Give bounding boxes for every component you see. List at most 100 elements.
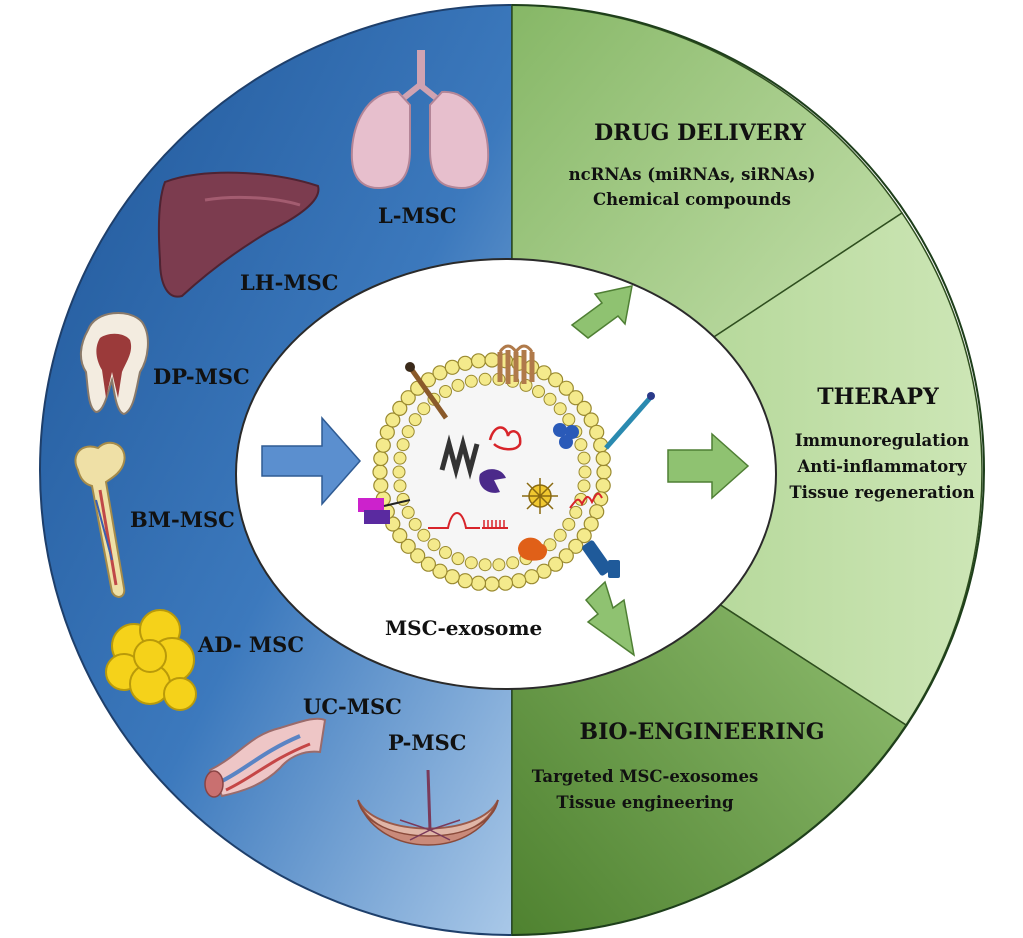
membrane-bead: [444, 569, 460, 585]
source-label-liver: LH-MSC: [240, 270, 338, 295]
membrane-bead: [451, 378, 465, 392]
membrane-bead: [578, 465, 592, 479]
arrow-to-bioengineering: [584, 580, 636, 657]
exosome-icon: [358, 344, 655, 592]
lung-icon: [350, 50, 490, 190]
liver-icon: [157, 171, 320, 298]
membrane-bead: [470, 575, 487, 591]
membrane-bead: [410, 548, 426, 564]
umbilical-cord-icon: [204, 717, 327, 798]
membrane-bead: [464, 374, 478, 388]
membrane-bead: [379, 424, 395, 440]
membrane-bead: [373, 450, 389, 467]
cargo-protein-orange: [518, 537, 548, 561]
membrane-bead: [372, 464, 388, 480]
membrane-bead: [547, 372, 564, 388]
cargo-protein-dark: [439, 434, 480, 480]
membrane-bead: [393, 479, 407, 493]
membrane-bead: [577, 479, 591, 493]
membrane-bead: [524, 569, 540, 585]
membrane-bead: [595, 450, 611, 467]
therapy-title: THERAPY: [817, 384, 939, 410]
membrane-bead: [375, 437, 391, 453]
membrane-bead: [457, 355, 473, 371]
membrane-bead: [420, 556, 436, 572]
membrane-bead: [558, 380, 574, 396]
membrane-bead: [392, 400, 408, 416]
membrane-bead: [464, 556, 478, 570]
membrane-bead: [589, 504, 605, 520]
membrane-bead: [439, 546, 452, 559]
membrane-bead: [576, 400, 592, 416]
membrane-bead: [558, 548, 574, 564]
membrane-bead: [392, 465, 406, 479]
membrane-bead: [543, 392, 557, 406]
membrane-bead: [478, 372, 492, 386]
membrane-bead: [484, 352, 500, 368]
membrane-bead: [568, 390, 584, 406]
membrane-bead: [562, 413, 576, 427]
therapy-line-3: Tissue regeneration: [789, 483, 974, 502]
source-label-bone-marrow: BM-MSC: [130, 507, 235, 532]
membrane-protein-top: [497, 344, 535, 384]
membrane-bead: [583, 412, 599, 428]
bioengineering-line-1: Targeted MSC-exosomes: [532, 767, 759, 786]
membrane-bead: [577, 451, 591, 465]
membrane-bead: [432, 563, 448, 579]
membrane-bead: [417, 528, 431, 542]
cargo-rna-red: [488, 426, 522, 451]
membrane-bead: [457, 573, 473, 589]
membrane-bead: [595, 477, 611, 494]
membrane-bead: [400, 390, 416, 406]
source-label-dental-pulp: DP-MSC: [153, 364, 250, 389]
membrane-bead: [396, 438, 410, 452]
arrow-to-therapy: [667, 432, 750, 500]
membrane-bead: [470, 353, 487, 369]
membrane-bead: [589, 424, 605, 440]
cargo-enzyme-purple: [479, 469, 506, 493]
membrane-bead: [553, 528, 567, 542]
membrane-bead: [576, 527, 592, 544]
membrane-bead: [562, 517, 576, 531]
cargo-mrna: [428, 512, 508, 529]
membrane-bead: [553, 402, 567, 416]
membrane-protein-left: [358, 498, 411, 524]
membrane-bead: [484, 576, 500, 592]
membrane-bead: [511, 573, 527, 589]
membrane-bead: [532, 385, 545, 398]
tooth-icon: [80, 311, 149, 416]
therapy-line-1: Immunoregulation: [795, 431, 969, 450]
membrane-bead: [439, 385, 452, 398]
membrane-bead: [492, 558, 506, 572]
membrane-bead: [373, 477, 389, 494]
membrane-bead: [596, 464, 612, 480]
source-label-umbilical-cord: UC-MSC: [303, 694, 402, 719]
membrane-bead: [497, 575, 514, 591]
membrane-bead: [401, 425, 415, 439]
membrane-bead: [432, 365, 448, 381]
fat-cells-icon: [105, 609, 197, 711]
membrane-bead: [569, 505, 583, 519]
membrane-bead: [478, 558, 492, 572]
membrane-protein-topleft: [405, 362, 449, 420]
drug-delivery-line-1: ncRNAs (miRNAs, siRNAs): [569, 165, 816, 184]
therapy-line-2: Anti-inflammatory: [796, 457, 966, 476]
placenta-icon: [357, 769, 499, 846]
source-label-lung: L-MSC: [378, 203, 457, 228]
bioengineering-line-2: Tissue engineering: [556, 793, 734, 812]
bioengineering-title: BIO-ENGINEERING: [579, 719, 824, 745]
membrane-protein-bottomright: [582, 540, 620, 578]
input-arrow: [261, 416, 362, 506]
membrane-bead: [408, 517, 422, 531]
membrane-bead: [392, 527, 408, 544]
membrane-bead: [427, 538, 441, 552]
cargo-rna-coil: [569, 492, 603, 509]
membrane-protein-right: [604, 392, 655, 450]
cargo-protein-blue: [553, 423, 579, 449]
arrow-to-drug-delivery: [570, 285, 633, 339]
membrane-bead: [417, 402, 431, 416]
membrane-bead: [583, 516, 599, 532]
drug-delivery-title: DRUG DELIVERY: [594, 120, 806, 146]
